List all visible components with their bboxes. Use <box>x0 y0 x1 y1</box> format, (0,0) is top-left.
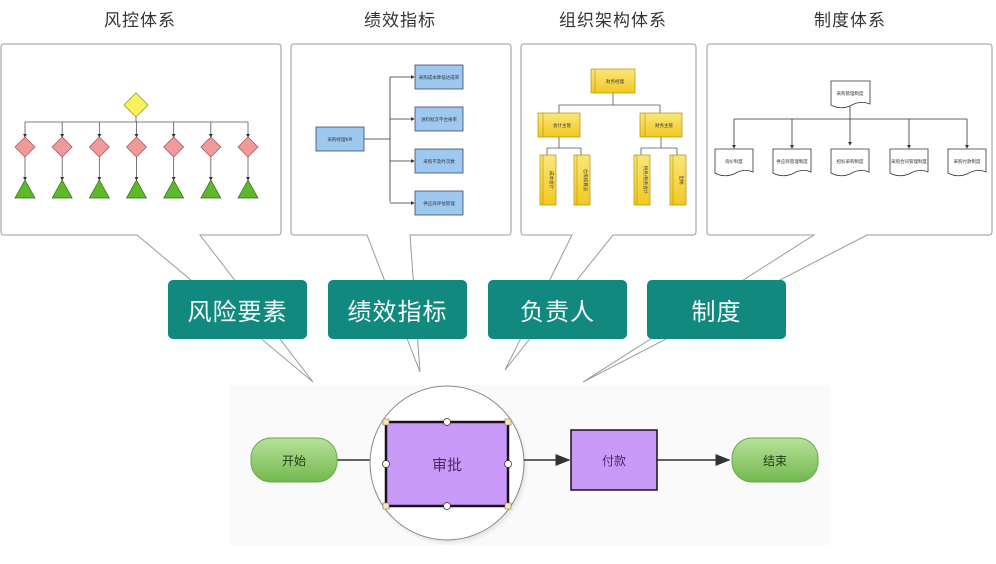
control-node <box>200 179 222 199</box>
policy-item-label: 供应商管理制度 <box>776 158 808 165</box>
kpi-item-label: 采购成本降低达成率 <box>419 74 460 81</box>
control-node <box>163 179 185 199</box>
section-title-policy: 制度体系 <box>814 11 886 31</box>
policy-item-node <box>714 148 754 177</box>
policy-item-node <box>947 148 987 177</box>
kpi-root-label: 采购经理KPI <box>328 136 353 143</box>
kpi-item-label: 采购不及时次数 <box>423 158 455 165</box>
policy-root-label: 采购管理制度 <box>837 90 864 97</box>
section-title-kpi: 绩效指标 <box>364 11 436 31</box>
policy-item-label: 采购合同管理制度 <box>891 158 927 165</box>
org-staff-label: 税务/税务会计 <box>642 166 649 195</box>
kpi-item-node <box>414 148 464 174</box>
control-node <box>51 179 73 199</box>
section-title-org: 组织架构体系 <box>559 11 667 31</box>
pay-label: 付款 <box>602 454 626 468</box>
end-label: 结束 <box>763 454 787 468</box>
tag-risk-factors: 风险要素 <box>168 280 307 339</box>
selection-handles <box>382 418 512 510</box>
tag-kpi: 绩效指标 <box>328 280 467 339</box>
policy-item-label: 采购付款制度 <box>954 158 981 165</box>
start-node <box>250 437 338 483</box>
control-node <box>237 179 259 199</box>
org-staff-node <box>539 154 557 206</box>
policy-root-node <box>830 80 871 109</box>
start-label: 开始 <box>282 454 306 468</box>
risk-diagram <box>14 92 259 199</box>
org-staff-node <box>573 154 591 206</box>
policy-diagram: 采购管理制度 询价制度 供应商管理制度 招标采购制度 采购合同管理制度 采购付款制度 <box>714 80 987 177</box>
org-staff-label: 仓库核算员 <box>582 169 589 192</box>
kpi-item-node <box>414 106 464 132</box>
policy-item-node <box>830 148 870 177</box>
control-node <box>88 179 110 199</box>
kpi-item-label: 进料批次不合格率 <box>421 116 457 123</box>
kpi-item-label: 供应商评估管理 <box>423 200 455 207</box>
org-staff-node <box>633 154 651 206</box>
control-node <box>125 179 148 199</box>
kpi-item-node <box>414 64 464 90</box>
policy-item-node <box>772 148 812 177</box>
end-node <box>731 437 819 483</box>
org-manager-label: 会计主管 <box>553 122 571 129</box>
policy-item-node <box>889 148 929 177</box>
kpi-item-node <box>414 190 464 216</box>
org-staff-node <box>669 154 687 206</box>
tag-policy: 制度 <box>647 280 786 339</box>
approve-label: 审批 <box>432 456 462 474</box>
org-manager-label: 财务主管 <box>655 122 673 129</box>
section-title-risk-control: 风控体系 <box>104 11 176 31</box>
org-staff-label: 成本会计 <box>548 171 555 189</box>
kpi-root-node <box>315 126 365 152</box>
pay-node <box>570 429 658 491</box>
org-manager-node <box>639 112 683 138</box>
org-staff-label: 出纳 <box>678 176 685 185</box>
control-node <box>14 179 36 199</box>
policy-item-label: 询价制度 <box>725 158 743 165</box>
process-flow: 开始 审批 付款 结束 <box>230 385 830 546</box>
org-root-label: 财务经理 <box>606 78 624 85</box>
org-root-node <box>590 68 636 94</box>
tag-owner: 负责人 <box>488 280 627 339</box>
policy-item-label: 招标采购制度 <box>837 158 864 165</box>
